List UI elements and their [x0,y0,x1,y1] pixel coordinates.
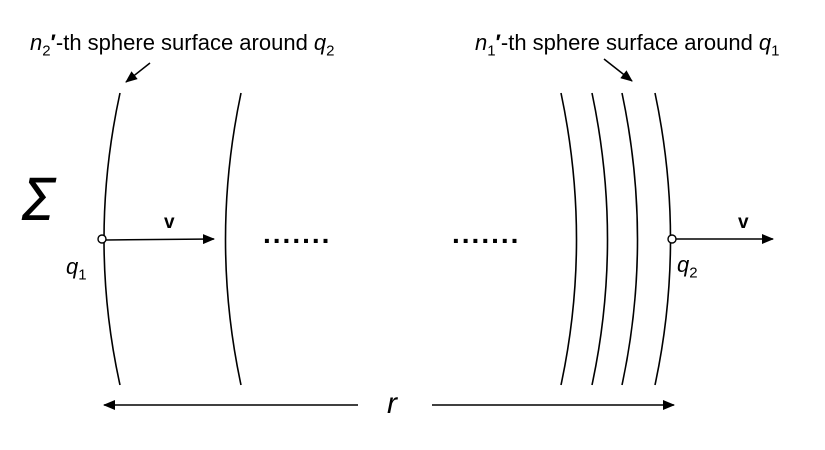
left-sphere-annotation: n2′-th sphere surface around q2 [30,30,335,60]
right-sphere-annotation: n1′-th sphere surface around q1 [475,30,780,60]
velocity-label-q2: v [738,212,749,233]
right-annotation-pointer [603,58,633,82]
sphere-surface-left-2 [224,92,242,386]
charge-q2-marker [667,234,677,244]
charge-q2-label: q2 [677,252,698,282]
charge-q1-label: q1 [66,254,87,284]
sphere-surface-right-1 [560,92,578,386]
sphere-surface-right-2 [591,92,609,386]
ellipsis-left: ....... [263,218,332,249]
sphere-surface-right-3 [621,92,639,386]
left-annotation-pointer [125,62,151,83]
distance-label: r [387,387,397,420]
velocity-arrow-q1 [105,234,215,245]
charge-q1-marker [97,234,107,244]
velocity-label-q1: v [164,212,175,233]
ellipsis-right: ....... [452,218,521,249]
sigma-symbol: Σ [20,166,57,234]
